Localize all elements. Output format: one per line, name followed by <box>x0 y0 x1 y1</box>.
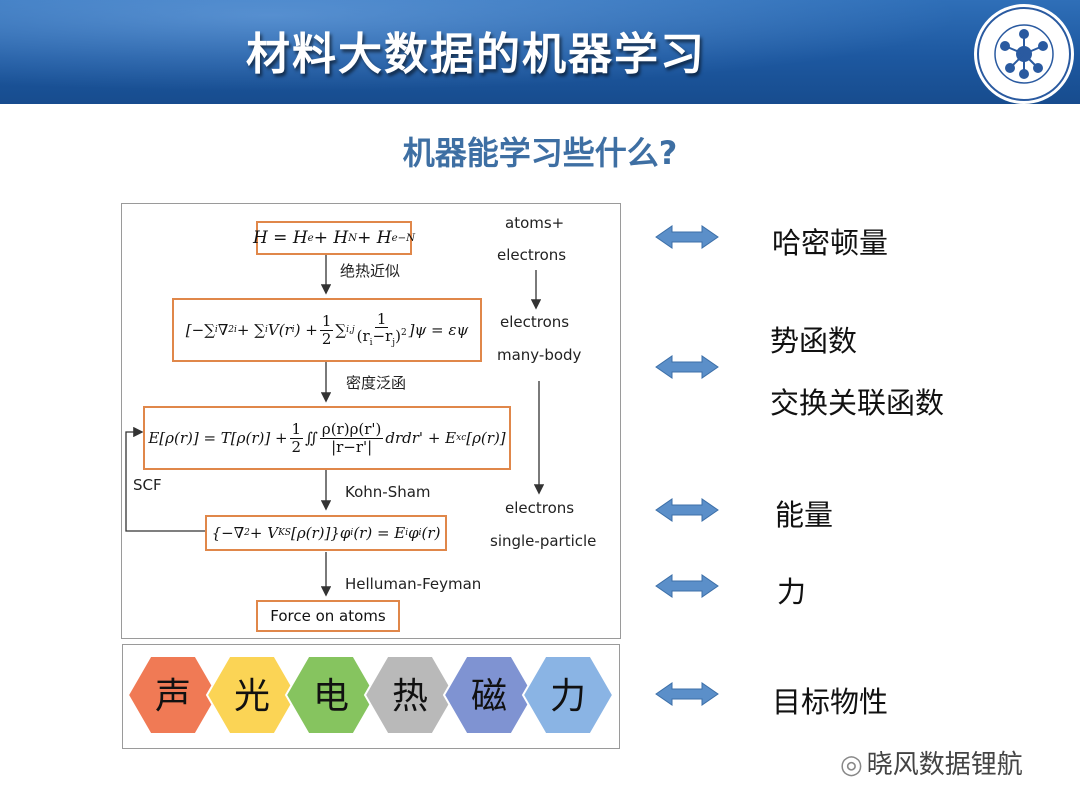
right-label-hamiltonian: 哈密顿量 <box>772 226 889 260</box>
side-label-electrons-2: electrons <box>500 313 570 331</box>
hexagon-0 <box>126 655 220 735</box>
watermark: ◎晓风数据锂航 <box>840 750 1023 780</box>
hexagon-label-4: 磁 <box>471 676 507 717</box>
right-label-target-property: 目标物性 <box>772 685 889 719</box>
slide-title: 材料大数据的机器学习 <box>246 29 706 80</box>
hexagon-5 <box>521 655 615 735</box>
header-sheen <box>0 0 1080 104</box>
hexagon-label-3: 热 <box>392 676 428 717</box>
hexagon-label-2: 电 <box>313 676 349 717</box>
side-label-atoms: atoms+ <box>505 214 565 232</box>
step-kohn-sham-label: Kohn-Sham <box>345 483 431 501</box>
hexagon-1 <box>205 655 299 735</box>
right-label-xc-functional: 交换关联函数 <box>770 386 945 420</box>
header-banner <box>0 0 1080 104</box>
right-label-force: 力 <box>777 575 807 609</box>
double-arrow-3 <box>655 574 719 598</box>
side-label-single-particle: single-particle <box>490 532 597 550</box>
double-arrow-4 <box>655 682 719 706</box>
side-label-electrons-1: electrons <box>497 246 567 264</box>
right-label-potential: 势函数 <box>770 324 858 358</box>
double-arrow-2 <box>655 498 719 522</box>
step-adiabatic-label: 绝热近似 <box>340 262 401 280</box>
hexagon-2 <box>284 655 378 735</box>
slide-subtitle: 机器能学习些什么? <box>402 134 678 172</box>
right-label-energy: 能量 <box>775 498 834 532</box>
hexagon-3 <box>363 655 457 735</box>
step-hellmann-feynman-label: Helluman-Feyman <box>345 575 482 593</box>
hexagon-label-5: 力 <box>550 676 586 717</box>
double-arrow-0 <box>655 225 719 249</box>
scf-label: SCF <box>133 476 162 494</box>
wechat-icon: ◎ <box>840 750 863 780</box>
cas-logo-icon <box>974 4 1074 104</box>
step-dft-label: 密度泛函 <box>346 374 407 392</box>
side-label-electrons-3: electrons <box>505 499 575 517</box>
force-on-atoms-box: Force on atoms <box>256 600 400 632</box>
hexagon-label-1: 光 <box>234 676 270 717</box>
double-arrow-1 <box>655 355 719 379</box>
side-label-many-body: many-body <box>497 346 582 364</box>
hexagon-label-0: 声 <box>155 676 191 717</box>
hexagon-4 <box>442 655 536 735</box>
